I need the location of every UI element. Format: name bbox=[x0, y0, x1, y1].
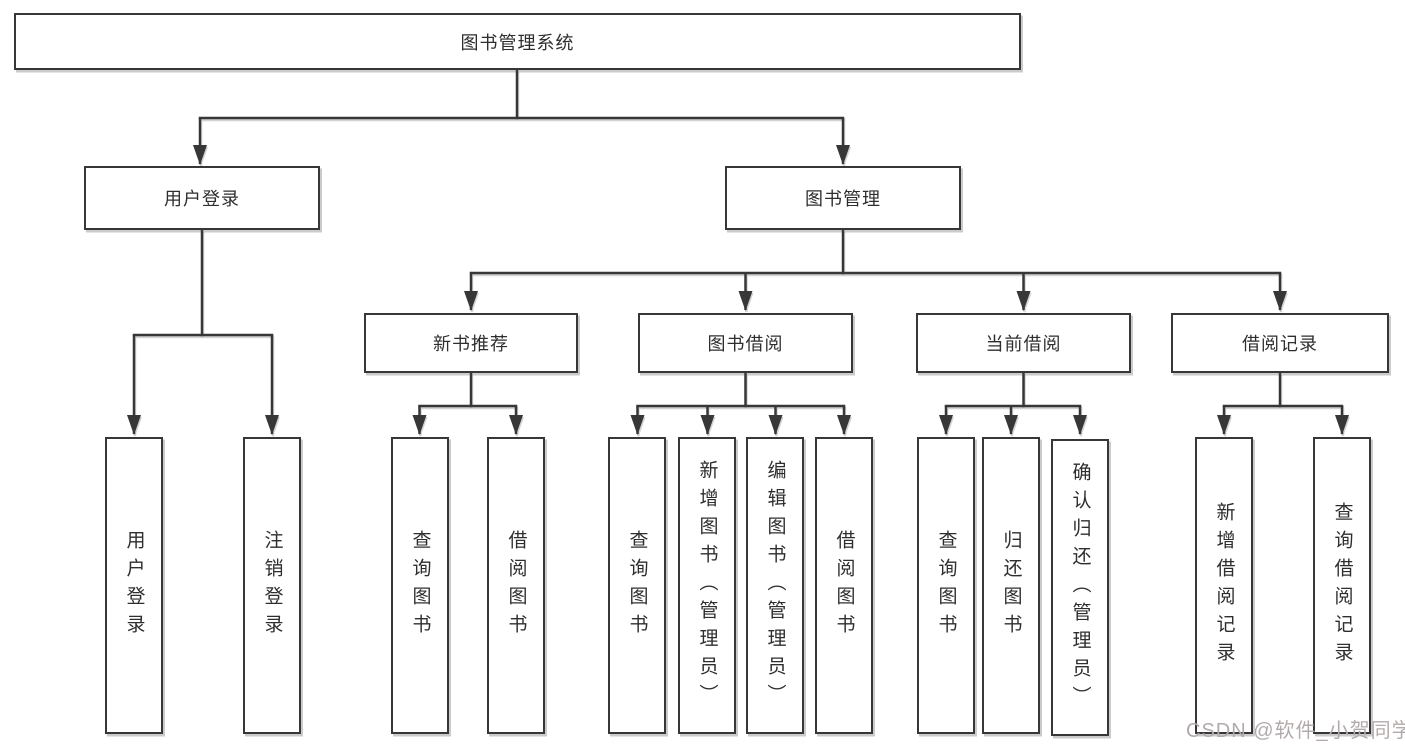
node-root-label: 图书管理系统 bbox=[460, 32, 575, 53]
node-book-mgmt-label: 图书管理 bbox=[805, 189, 881, 209]
node-leaf-bb-add: 新增图书（管理员） bbox=[678, 437, 736, 734]
node-book-mgmt: 图书管理 bbox=[725, 166, 961, 230]
node-leaf-logout-label: 注销登录 bbox=[261, 529, 283, 642]
node-leaf-cb-confirm-label: 确认归还（管理员） bbox=[1069, 461, 1091, 714]
node-leaf-bb-add-label: 新增图书（管理员） bbox=[696, 459, 718, 712]
node-user-login-label: 用户登录 bbox=[164, 189, 240, 209]
node-book-borrow-label: 图书借阅 bbox=[707, 334, 784, 354]
node-leaf-user-login-label: 用户登录 bbox=[123, 529, 145, 642]
node-leaf-rec-query: 查询图书 bbox=[391, 437, 449, 734]
node-book-borrow: 图书借阅 bbox=[638, 313, 853, 373]
node-borrow-records: 借阅记录 bbox=[1171, 313, 1389, 373]
node-leaf-br-add: 新增借阅记录 bbox=[1195, 437, 1253, 734]
node-leaf-bb-query-label: 查询图书 bbox=[626, 529, 648, 642]
node-leaf-bb-query: 查询图书 bbox=[608, 437, 666, 734]
node-leaf-br-query-label: 查询借阅记录 bbox=[1331, 501, 1353, 670]
node-leaf-bb-edit-label: 编辑图书（管理员） bbox=[764, 459, 786, 712]
node-leaf-rec-query-label: 查询图书 bbox=[409, 529, 431, 642]
node-borrow-records-label: 借阅记录 bbox=[1242, 334, 1318, 354]
node-leaf-cb-query: 查询图书 bbox=[917, 437, 975, 734]
node-current-borrow: 当前借阅 bbox=[916, 313, 1131, 373]
node-leaf-br-add-label: 新增借阅记录 bbox=[1213, 501, 1235, 670]
node-root: 图书管理系统 bbox=[14, 13, 1021, 70]
node-leaf-bb-borrow-label: 借阅图书 bbox=[833, 529, 855, 642]
node-leaf-cb-return: 归还图书 bbox=[982, 437, 1040, 734]
node-leaf-rec-borrow: 借阅图书 bbox=[487, 437, 545, 734]
node-new-book-rec-label: 新书推荐 bbox=[433, 334, 509, 354]
node-user-login: 用户登录 bbox=[84, 166, 320, 230]
node-leaf-rec-borrow-label: 借阅图书 bbox=[505, 529, 527, 642]
node-leaf-cb-query-label: 查询图书 bbox=[935, 529, 957, 642]
node-leaf-bb-edit: 编辑图书（管理员） bbox=[746, 437, 804, 734]
node-leaf-br-query: 查询借阅记录 bbox=[1313, 437, 1371, 734]
node-leaf-bb-borrow: 借阅图书 bbox=[815, 437, 873, 734]
watermark: CSDN @软件_小贺同学 bbox=[1186, 720, 1405, 742]
node-new-book-rec: 新书推荐 bbox=[364, 313, 578, 373]
node-leaf-logout: 注销登录 bbox=[243, 437, 301, 734]
node-leaf-cb-confirm: 确认归还（管理员） bbox=[1051, 439, 1109, 736]
node-leaf-cb-return-label: 归还图书 bbox=[1000, 529, 1022, 642]
node-leaf-user-login: 用户登录 bbox=[105, 437, 163, 734]
node-current-borrow-label: 当前借阅 bbox=[985, 334, 1062, 354]
